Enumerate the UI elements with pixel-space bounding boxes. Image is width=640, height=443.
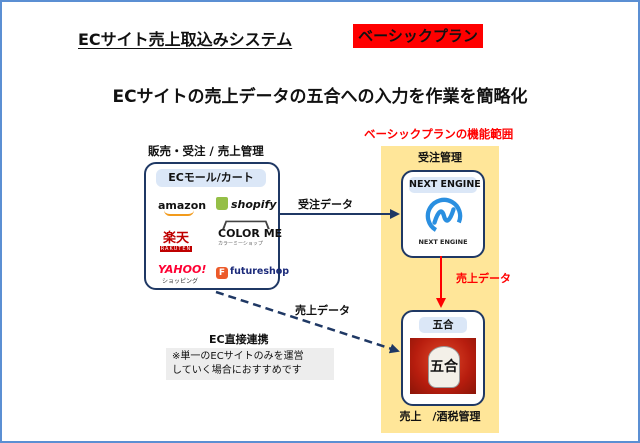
yahoo-logo-sub: ショッピング: [162, 278, 199, 285]
rakuten-logo-sub: RAKUTEN: [160, 246, 192, 252]
sake-bottle-icon: 五合: [428, 346, 460, 388]
note-line-2: していく場合におすすめです: [172, 365, 302, 376]
order-data-label: 受注データ: [298, 198, 353, 211]
direct-sales-data-label: 売上データ: [295, 304, 350, 317]
colorme-logo: COLOR ME カラーミーショップ: [218, 220, 283, 247]
amazon-logo: amazon: [158, 199, 207, 216]
colorme-logo-sub: カラーミーショップ: [218, 241, 263, 247]
bottle-label-text: 五合: [430, 359, 458, 375]
ec-mall-cart-label: ECモール/カート: [156, 169, 266, 187]
note-line-1: ※単一のECサイトのみを運営: [172, 351, 304, 362]
amazon-logo-text: amazon: [158, 199, 207, 212]
next-engine-box: NEXT ENGINE NEXT ENGINE: [401, 170, 485, 258]
next-engine-logo-text: NEXT ENGINE: [418, 238, 468, 246]
next-engine-icon: [425, 197, 463, 235]
order-management-title: 受注管理: [418, 151, 462, 164]
subtitle: ECサイトの売上データの五合への入力を作業を簡略化: [112, 87, 528, 107]
shopify-bag-icon: [216, 197, 228, 210]
sales-management-title: 販売・受注 / 売上管理: [148, 144, 264, 158]
direct-sales-data-arrow: [215, 290, 400, 354]
page-title: ECサイト売上取込みシステム: [78, 30, 293, 49]
plan-badge: ベーシックプラン: [353, 24, 483, 48]
gogo-box: 五合 五合: [401, 310, 485, 406]
futureshop-logo-text: futureshop: [230, 266, 290, 277]
yahoo-logo-text: YAHOO!: [158, 263, 207, 276]
shopify-logo-text: shopify: [231, 198, 277, 211]
next-engine-label: NEXT ENGINE: [409, 177, 481, 193]
yahoo-shopping-logo: YAHOO! ショッピング: [158, 263, 206, 285]
shopify-logo: shopify: [216, 197, 277, 211]
direct-link-note: ※単一のECサイトのみを運営 していく場合におすすめです: [166, 348, 334, 380]
gogo-label: 五合: [419, 317, 467, 333]
colorme-logo-text: COLOR ME: [218, 227, 283, 240]
gogo-product-image: 五合: [410, 338, 476, 394]
ec-mall-cart-box: ECモール/カート amazon shopify 楽天 RAKUTEN COLO…: [144, 162, 289, 290]
sales-data-red-label: 売上データ: [456, 272, 511, 285]
rakuten-logo-text: 楽天: [162, 231, 189, 246]
ec-direct-link-title: EC直接連携: [209, 333, 269, 346]
sales-tax-management-title: 売上 /酒税管理: [399, 410, 481, 423]
basic-plan-scope-label: ベーシックプランの機能範囲: [364, 127, 514, 141]
rakuten-logo: 楽天 RAKUTEN: [160, 227, 192, 252]
futureshop-badge-icon: F: [216, 267, 228, 279]
